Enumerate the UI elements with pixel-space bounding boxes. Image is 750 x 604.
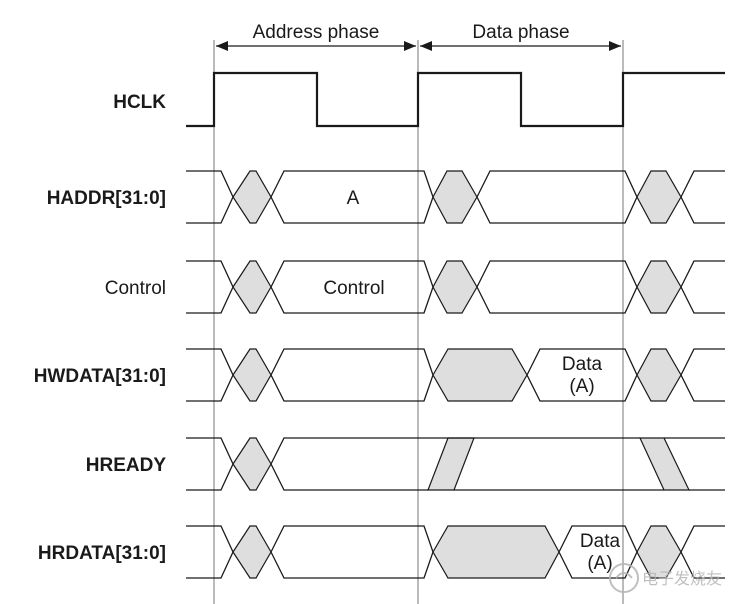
haddr-waveform bbox=[186, 170, 725, 224]
hclk-waveform bbox=[186, 71, 725, 128]
control-waveform bbox=[186, 260, 725, 314]
hwdata-waveform bbox=[186, 348, 725, 402]
hrdata-value-line2: (A) bbox=[587, 553, 612, 574]
watermark: 电子发烧友 bbox=[609, 563, 722, 593]
hready-label: HREADY bbox=[86, 455, 167, 476]
haddr-value: A bbox=[347, 188, 360, 209]
address-phase-label: Address phase bbox=[253, 22, 380, 43]
haddr-label: HADDR[31:0] bbox=[47, 188, 166, 209]
hready-waveform bbox=[186, 437, 725, 491]
hwdata-value-line2: (A) bbox=[569, 376, 594, 397]
hwdata-label: HWDATA[31:0] bbox=[34, 366, 166, 387]
hclk-label: HCLK bbox=[113, 92, 166, 113]
hwdata-value-line1: Data bbox=[562, 354, 603, 375]
control-label: Control bbox=[105, 278, 166, 299]
watermark-logo-icon bbox=[609, 563, 639, 593]
watermark-text: 电子发烧友 bbox=[642, 569, 722, 588]
data-phase-arrow bbox=[420, 41, 621, 51]
address-phase-arrow bbox=[216, 41, 416, 51]
hrdata-value-line1: Data bbox=[580, 531, 621, 552]
hrdata-waveform bbox=[186, 525, 725, 579]
hrdata-label: HRDATA[31:0] bbox=[38, 543, 166, 564]
data-phase-label: Data phase bbox=[472, 22, 569, 43]
control-value: Control bbox=[323, 278, 384, 299]
